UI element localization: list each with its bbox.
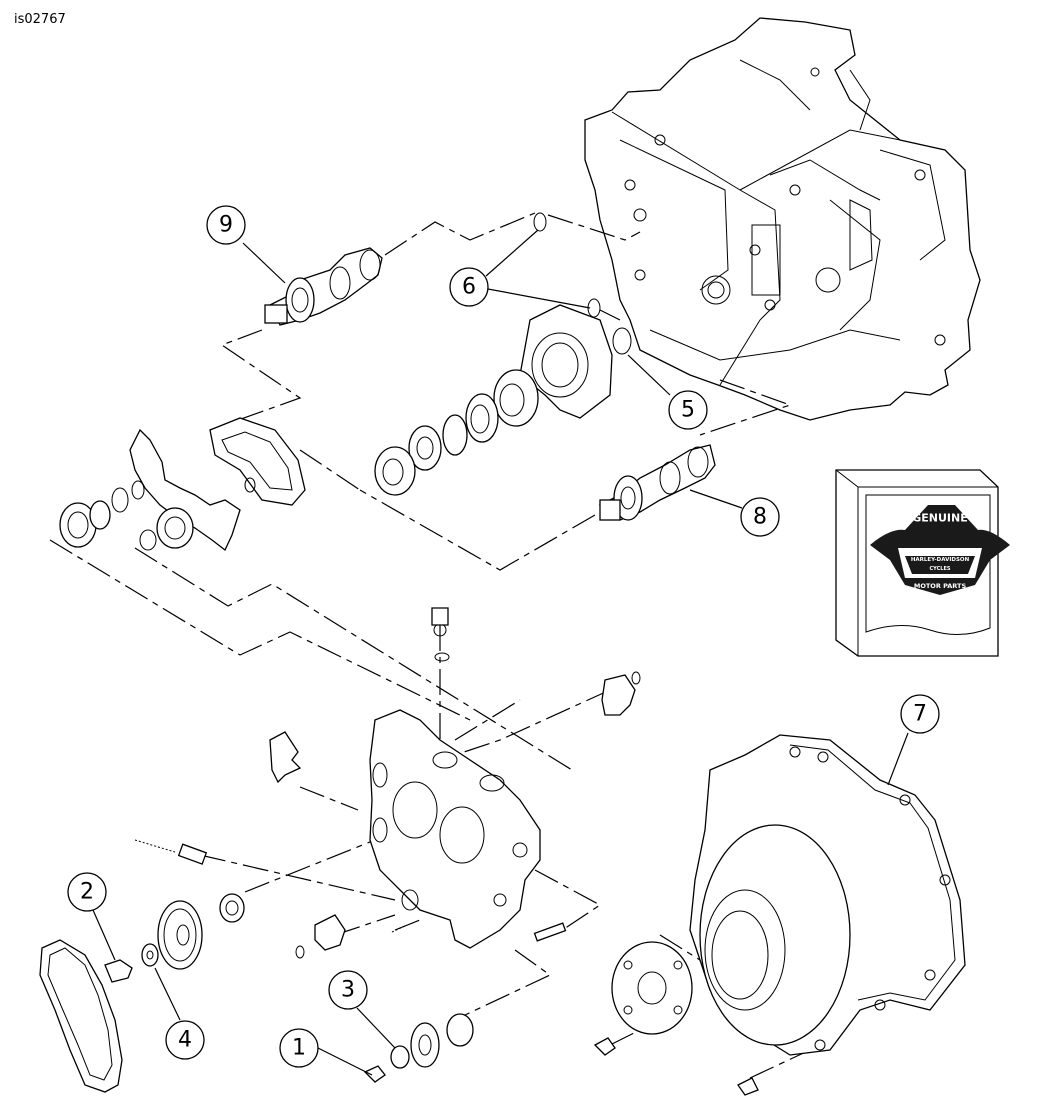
callout-2: 2 bbox=[67, 872, 107, 912]
cam-support-assembly bbox=[374, 212, 632, 496]
logo-bottom-word: MOTOR PARTS bbox=[914, 582, 967, 590]
logo-brand-line-1: MOTOR bbox=[928, 535, 953, 542]
callout-leaders bbox=[92, 229, 909, 1076]
callout-7: 7 bbox=[900, 694, 940, 734]
rear-camshaft bbox=[264, 247, 383, 326]
callout-9: 9 bbox=[206, 205, 246, 245]
callout-8: 8 bbox=[740, 497, 780, 537]
cam-cover bbox=[689, 734, 966, 1056]
drive-gears bbox=[39, 900, 474, 1093]
callout-3: 3 bbox=[328, 970, 368, 1010]
callout-5: 5 bbox=[668, 390, 708, 430]
small-parts bbox=[134, 671, 641, 959]
callout-8-label: 8 bbox=[753, 505, 767, 530]
callout-6: 6 bbox=[449, 267, 489, 307]
callout-9-label: 9 bbox=[219, 213, 233, 238]
timer-cover bbox=[593, 941, 759, 1096]
logo-brand-line-2: HARLEY-DAVIDSON bbox=[911, 557, 970, 563]
logo-brand-line-3: CYCLES bbox=[930, 566, 951, 572]
callout-4: 4 bbox=[165, 1020, 205, 1060]
cam-chain-tensioner bbox=[59, 417, 306, 552]
callout-7-label: 7 bbox=[913, 702, 927, 727]
genuine-parts-logo-box: GENUINE MOTOR HARLEY-DAVIDSON CYCLES MOT… bbox=[835, 469, 1010, 657]
callout-1: 1 bbox=[279, 1028, 319, 1068]
figure-id: is02767 bbox=[14, 12, 66, 27]
callout-6-label: 6 bbox=[462, 275, 476, 300]
front-camshaft bbox=[598, 444, 716, 521]
callout-5-label: 5 bbox=[681, 398, 695, 423]
callout-1-label: 1 bbox=[292, 1036, 306, 1061]
logo-top-word: GENUINE bbox=[912, 512, 968, 525]
oil-pump-plate bbox=[369, 607, 541, 949]
callout-4-label: 4 bbox=[178, 1028, 192, 1053]
crankcase bbox=[584, 17, 981, 421]
callout-3-label: 3 bbox=[341, 978, 355, 1003]
callout-2-label: 2 bbox=[80, 880, 94, 905]
